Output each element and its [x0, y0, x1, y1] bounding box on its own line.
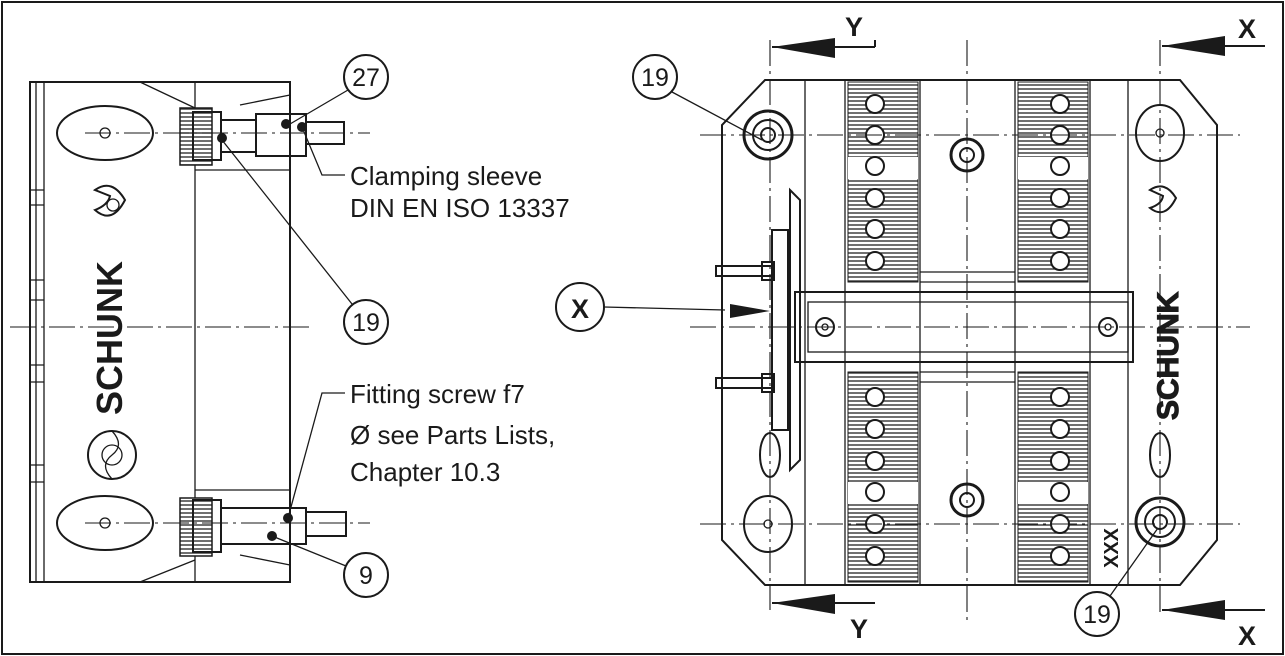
marking-text: XXX — [1101, 527, 1123, 568]
marking: XXX — [1101, 527, 1123, 568]
side-gripper-plate — [789, 187, 801, 473]
callout-19-right-bottom-circle — [1074, 591, 1120, 637]
left-side-view: SCHUNK — [10, 54, 570, 598]
top-pin-sleeve — [255, 113, 307, 157]
callout-9-circle — [343, 552, 389, 598]
pad-top-left — [847, 81, 919, 283]
callout-27-circle — [343, 54, 389, 100]
section-x-top: X — [1238, 14, 1256, 44]
bottom-pin-section — [179, 497, 213, 557]
pad-bottom-right — [1017, 371, 1089, 583]
right-brand: SCHUNK — [1151, 291, 1185, 421]
callout-x: X — [571, 294, 589, 324]
clamping-note-2: DIN EN ISO 13337 — [350, 193, 570, 223]
bottom-pin-tip — [305, 511, 347, 537]
fitting-note-2: Ø see Parts Lists, — [350, 420, 555, 450]
callout-27-leader — [289, 89, 349, 125]
left-brand-logo-icon — [92, 184, 127, 217]
side-pin-bottom — [715, 377, 773, 389]
left-notches — [30, 189, 44, 483]
left-body-outline — [29, 81, 291, 583]
top-pin-assembly — [179, 107, 345, 166]
clamping-note-1: Clamping sleeve — [350, 161, 542, 191]
left-brand: SCHUNK — [89, 261, 130, 415]
bottom-pin-shank — [220, 507, 307, 545]
left-oval-hole-top — [56, 105, 154, 161]
callout-19-right-top-circle — [632, 54, 678, 100]
callout-19-right-bottom: 19 — [1083, 601, 1111, 629]
fitting-note-3: Chapter 10.3 — [350, 457, 500, 487]
callout-27: 27 — [352, 64, 380, 92]
section-y-bottom: Y — [850, 614, 868, 644]
section-y-top: Y — [845, 12, 863, 42]
bottom-pin-assembly — [179, 497, 347, 557]
callout-19-left: 19 — [352, 309, 380, 337]
left-oval-hole-bottom — [56, 495, 154, 551]
callout-9: 9 — [359, 562, 373, 590]
left-brand-text: SCHUNK — [89, 261, 130, 415]
plate-rails — [804, 80, 1129, 585]
clamping-leader — [301, 126, 345, 176]
pad-top-right — [1017, 81, 1089, 283]
callout-19-left-circle — [343, 299, 389, 345]
top-pin-dot-a — [217, 133, 227, 143]
callout-9-leader — [271, 535, 347, 567]
fitting-note-1: Fitting screw f7 — [350, 379, 525, 409]
section-x-bottom: X — [1238, 621, 1256, 651]
plate-outline — [721, 79, 1218, 586]
callout-x-arrow — [730, 304, 770, 318]
top-pin-dot-b — [281, 119, 291, 129]
callout-19-left-leader — [221, 139, 353, 305]
callout-19-right-top: 19 — [641, 64, 669, 92]
callout-x-leader — [603, 306, 726, 311]
callout-19-right-top-leader — [671, 91, 763, 141]
right-top-view: SCHUNK XXX Y Y X X X — [555, 12, 1265, 651]
callout-19-right-bottom-leader — [1109, 527, 1159, 597]
right-brand-logo-icon — [1147, 185, 1178, 214]
fitting-leader — [287, 392, 345, 519]
pad-bottom-left — [847, 371, 919, 583]
side-gripper — [771, 229, 789, 431]
left-chamfers — [139, 81, 291, 583]
left-rosette-icon — [87, 430, 137, 480]
corner-pin-bottom-right — [1134, 496, 1186, 548]
side-pin-top — [715, 265, 773, 277]
top-pin-section — [179, 107, 213, 166]
right-brand-text: SCHUNK — [1152, 291, 1185, 420]
